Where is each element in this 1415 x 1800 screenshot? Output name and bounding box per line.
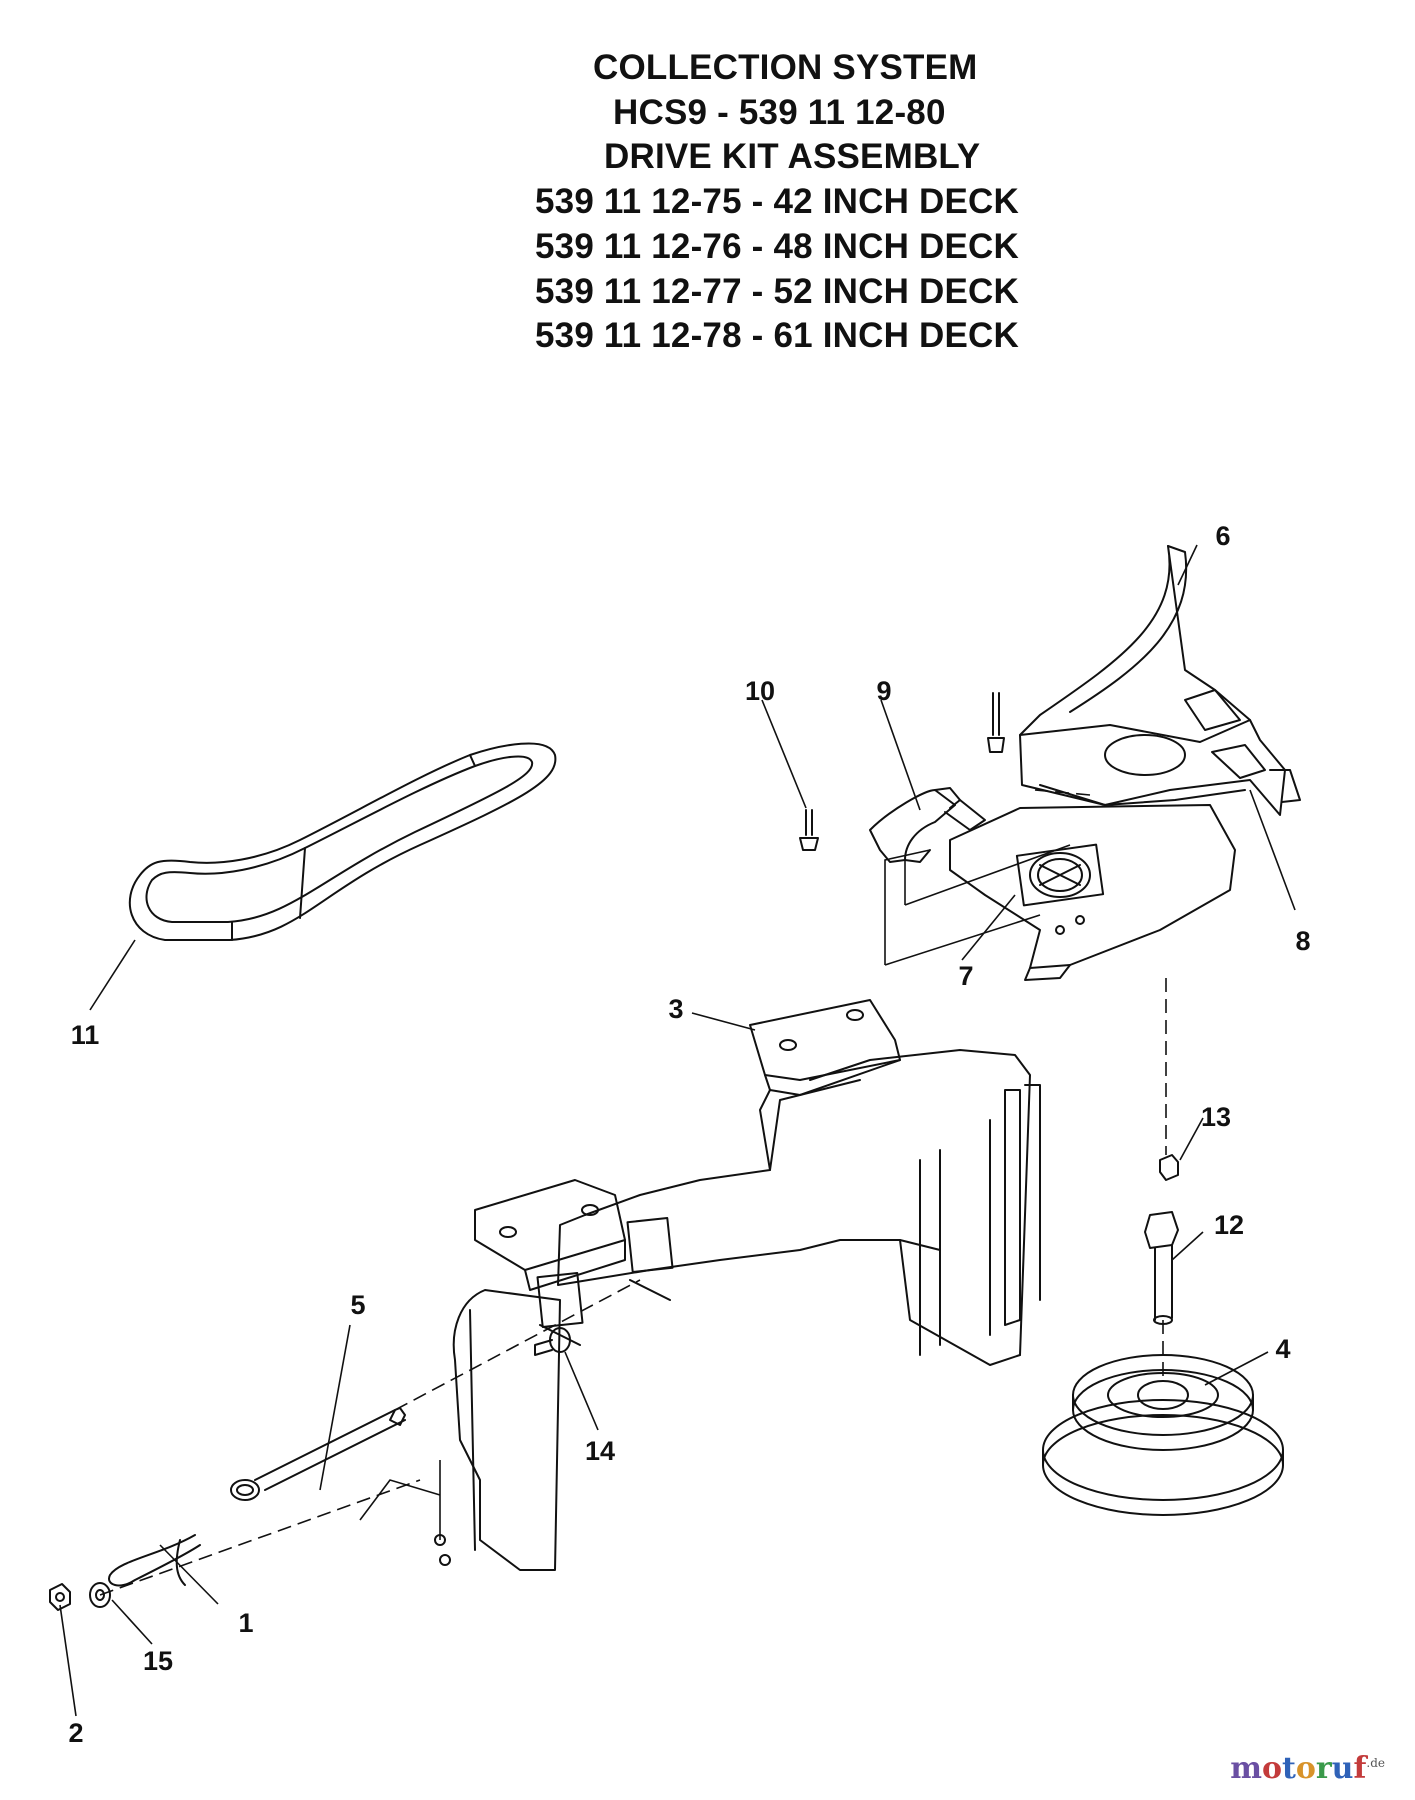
- callout-1: 1: [238, 1608, 253, 1638]
- bolt-part: [534, 1327, 571, 1356]
- belt-part: [128, 742, 557, 941]
- title-line-2: HCS9 - 539 11 12-80: [613, 93, 946, 132]
- watermark-letter: o: [1295, 1751, 1316, 1786]
- pin-part: [799, 692, 1005, 851]
- latch-part: [869, 787, 986, 863]
- watermark-letter: u: [1331, 1751, 1354, 1786]
- watermark-letter: m: [1230, 1751, 1262, 1786]
- title-line-7: 539 11 12-78 - 61 INCH DECK: [535, 316, 1019, 355]
- rod-part: [230, 1407, 406, 1501]
- callout-11: 11: [71, 1020, 100, 1050]
- watermark-letter: f: [1353, 1751, 1367, 1786]
- watermark-suffix: .de: [1366, 1756, 1385, 1770]
- title-line-4: 539 11 12-75 - 42 INCH DECK: [535, 182, 1019, 221]
- callout-6: 6: [1215, 521, 1230, 551]
- assembly-guides: [359, 844, 1071, 1540]
- callout-7: 7: [958, 961, 973, 991]
- callout-5: 5: [350, 1290, 365, 1320]
- callout-3: 3: [668, 994, 683, 1024]
- watermark-letter: t: [1281, 1751, 1296, 1786]
- mount-bracket-part: [557, 999, 1041, 1366]
- pulley-part: [1042, 1354, 1284, 1516]
- washer-part: [89, 1582, 111, 1608]
- callout-12: 12: [1214, 1210, 1244, 1240]
- motoruf-watermark: motoruf.de: [1230, 1751, 1385, 1786]
- deflector-housing-part: [1019, 545, 1301, 816]
- title-line-5: 539 11 12-76 - 48 INCH DECK: [535, 227, 1019, 266]
- title-line-6: 539 11 12-77 - 52 INCH DECK: [535, 272, 1019, 311]
- watermark-letter: r: [1315, 1751, 1332, 1786]
- callout-10: 10: [745, 676, 775, 706]
- clip-part: [108, 1534, 201, 1587]
- cover-plate-part: [949, 804, 1236, 981]
- nut-part: [49, 1583, 71, 1611]
- callout-8: 8: [1295, 926, 1310, 956]
- callout-13: 13: [1201, 1102, 1231, 1132]
- title-line-3: DRIVE KIT ASSEMBLY: [604, 137, 981, 176]
- grease-fitting-part: [1159, 1154, 1179, 1181]
- side-bracket-part: [434, 1179, 674, 1571]
- callout-9: 9: [876, 676, 891, 706]
- callout-4: 4: [1275, 1334, 1290, 1364]
- leader-lines: [59, 544, 1296, 1717]
- callout-15: 15: [143, 1646, 173, 1676]
- watermark-letter: o: [1261, 1751, 1282, 1786]
- callout-14: 14: [585, 1436, 615, 1466]
- title-line-1: COLLECTION SYSTEM: [593, 48, 978, 87]
- assembly-lines: [99, 789, 1167, 1596]
- shaft-part: [1144, 1211, 1179, 1325]
- callout-2: 2: [68, 1718, 83, 1748]
- callout-labels: 1 2 3 4 5 6 7 8 9 10 11 12 13 14 15: [68, 521, 1310, 1748]
